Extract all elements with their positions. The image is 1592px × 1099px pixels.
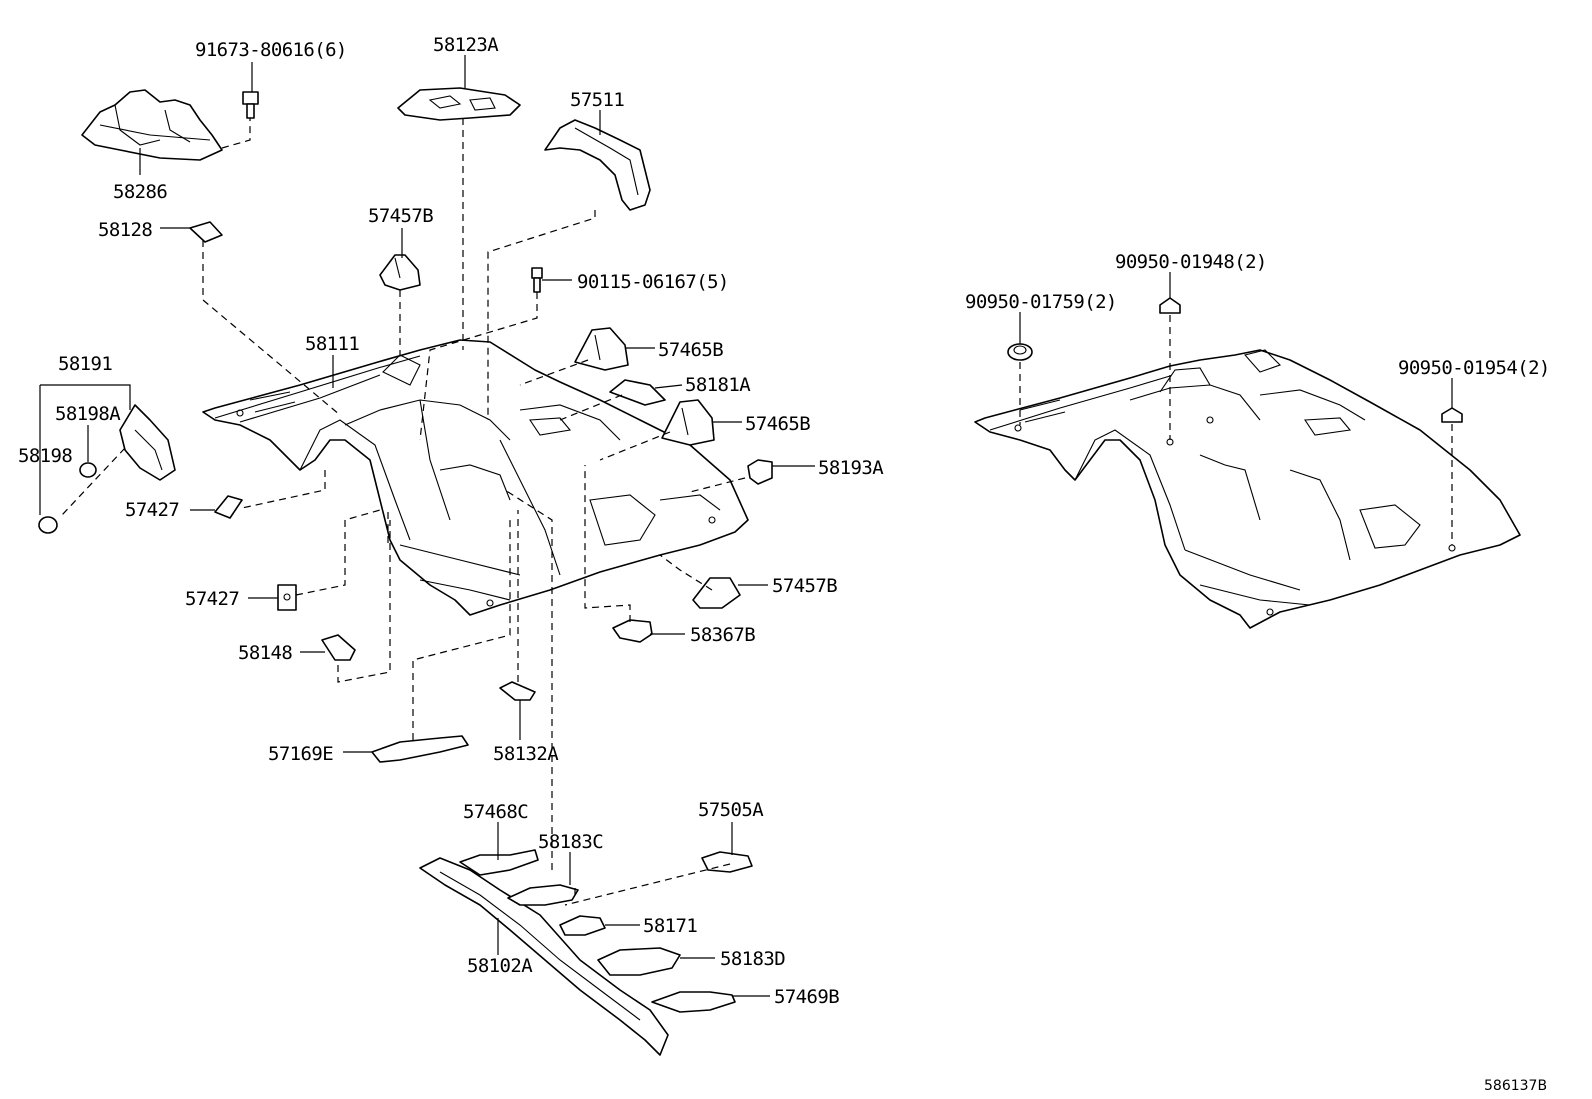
label-90950-01948: 90950-01948(2)	[1115, 251, 1267, 273]
label-58193A: 58193A	[818, 457, 884, 479]
part-91673-bolt	[242, 91, 259, 119]
label-58286: 58286	[113, 181, 167, 203]
part-58286	[81, 89, 223, 161]
part-58102A	[419, 857, 669, 1056]
diagram-reference-number: 586137B	[1484, 1078, 1547, 1094]
label-58191: 58191	[58, 353, 112, 375]
label-90950-01954: 90950-01954(2)	[1398, 357, 1550, 379]
label-57469B: 57469B	[774, 986, 839, 1008]
part-57457B-top	[379, 254, 421, 291]
part-58123A	[397, 87, 521, 121]
part-labels: 91673-80616(6) 58123A 57511 58286 58128 …	[18, 34, 1550, 1094]
label-58171: 58171	[643, 915, 697, 937]
label-58111: 58111	[305, 333, 359, 355]
part-90115-bolt	[531, 267, 543, 293]
label-57468C: 57468C	[463, 801, 528, 823]
part-57427-upper	[214, 495, 243, 519]
dashed-connectors-right	[1019, 315, 1453, 545]
part-58148	[321, 634, 356, 661]
part-58183D	[597, 947, 681, 976]
label-58128: 58128	[98, 219, 152, 241]
part-57457B-lower	[692, 577, 741, 609]
part-90950-01948	[1159, 297, 1181, 314]
label-58181A: 58181A	[685, 374, 751, 396]
part-90950-01759	[1007, 343, 1033, 361]
part-58132A	[499, 681, 536, 701]
leader-lines-left	[39, 55, 815, 997]
label-90950-01759: 90950-01759(2)	[965, 291, 1117, 313]
part-58171	[559, 915, 606, 936]
label-57465B-lower: 57465B	[745, 413, 810, 435]
part-58191	[119, 404, 176, 481]
part-57505A	[701, 851, 753, 873]
label-57457B-lower: 57457B	[772, 575, 837, 597]
label-58183C: 58183C	[538, 831, 603, 853]
label-58148: 58148	[238, 642, 292, 664]
part-57465B-upper	[574, 327, 629, 371]
label-57505A: 57505A	[698, 799, 764, 821]
part-90950-01954	[1441, 407, 1463, 423]
label-58132A: 58132A	[493, 743, 559, 765]
part-58128	[189, 221, 223, 243]
label-57427-upper: 57427	[125, 499, 179, 521]
label-58198A: 58198A	[55, 403, 121, 425]
label-90115-06167: 90115-06167(5)	[577, 271, 729, 293]
part-57427-lower	[277, 584, 297, 611]
part-57465B-lower	[661, 399, 715, 446]
label-57511: 57511	[570, 89, 624, 111]
floor-pan-right	[974, 349, 1521, 629]
label-58198: 58198	[18, 445, 72, 467]
part-58198A	[79, 462, 97, 478]
part-57511	[544, 119, 651, 211]
part-58181A	[609, 379, 666, 406]
label-57427-lower: 57427	[185, 588, 239, 610]
floor-pan-58111	[202, 339, 749, 616]
label-58102A: 58102A	[467, 955, 533, 977]
label-58367B: 58367B	[690, 624, 755, 646]
part-58183C	[507, 884, 579, 906]
part-58198	[38, 516, 58, 534]
label-58183D: 58183D	[720, 948, 785, 970]
label-91673-80616: 91673-80616(6)	[195, 39, 347, 61]
label-58123A: 58123A	[433, 34, 499, 56]
part-58193A	[747, 459, 773, 485]
part-57169E	[371, 735, 469, 763]
part-57469B	[651, 991, 736, 1013]
part-57468C	[459, 849, 539, 876]
label-57457B-top: 57457B	[368, 205, 433, 227]
leader-lines-right	[1019, 272, 1453, 408]
label-57169E: 57169E	[268, 743, 333, 765]
label-57465B-upper: 57465B	[658, 339, 723, 361]
dashed-connectors-left	[61, 118, 746, 906]
part-58367B	[612, 619, 653, 643]
